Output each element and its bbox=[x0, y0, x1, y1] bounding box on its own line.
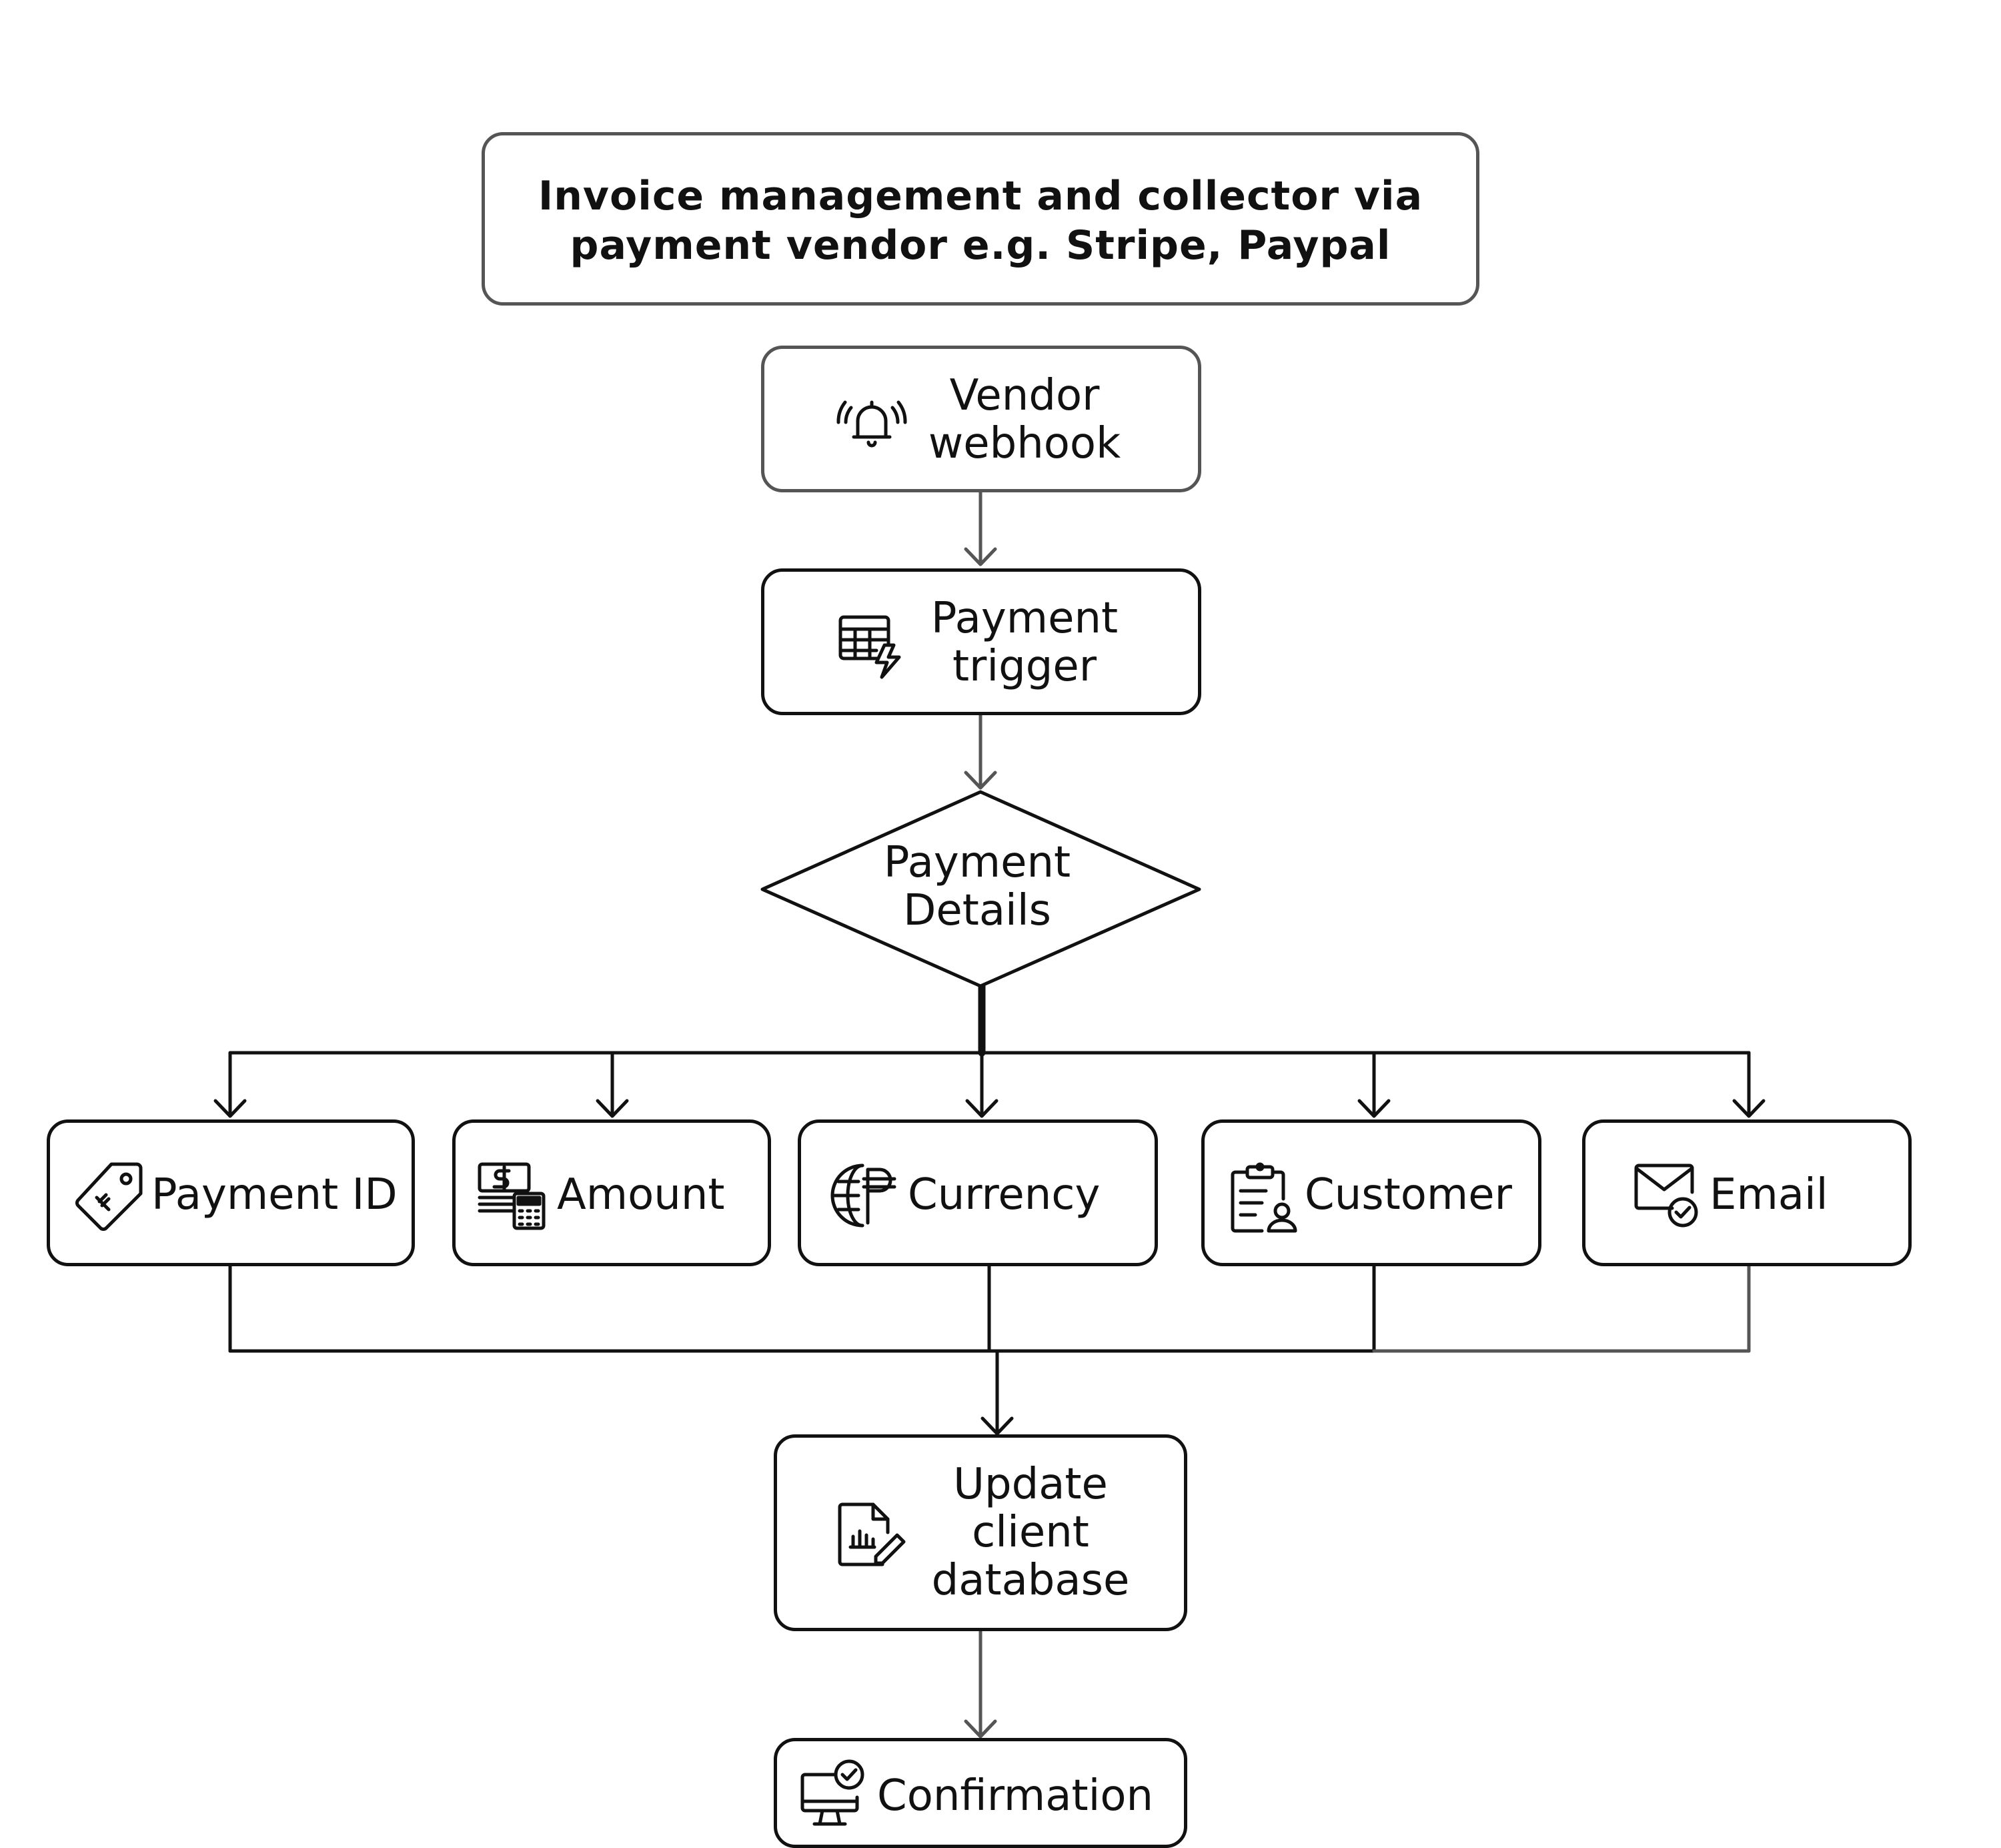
price-tag-icon bbox=[73, 1159, 146, 1232]
vendor-webhook-node[interactable]: Vendor webhook bbox=[761, 346, 1201, 492]
payment-details-diamond bbox=[760, 790, 1201, 988]
email-node[interactable]: Email bbox=[1582, 1119, 1912, 1266]
amount-node[interactable]: Amount bbox=[452, 1119, 771, 1266]
currency-node[interactable]: Currency bbox=[798, 1119, 1158, 1266]
arrow-db-to-confirmation bbox=[964, 1629, 997, 1739]
title-line-1: Invoice management and collector via bbox=[538, 173, 1423, 219]
clipboard-user-icon bbox=[1227, 1162, 1301, 1235]
globe-currency-icon bbox=[828, 1159, 901, 1232]
monitor-check-icon bbox=[797, 1759, 870, 1832]
payment-details-label: Payment Details bbox=[883, 838, 1071, 935]
amount-label: Amount bbox=[557, 1170, 725, 1220]
merge-connector-email bbox=[1372, 1264, 1751, 1353]
update-database-node[interactable]: Update client database bbox=[774, 1434, 1187, 1631]
alarm-bell-icon bbox=[835, 384, 908, 457]
arrow-trigger-to-details bbox=[964, 713, 997, 790]
email-label: Email bbox=[1710, 1170, 1828, 1220]
table-lightning-icon bbox=[835, 610, 908, 684]
branch-connector bbox=[213, 982, 1766, 1118]
confirmation-label: Confirmation bbox=[877, 1771, 1154, 1821]
arrow-webhook-to-trigger bbox=[964, 490, 997, 566]
title-line-2: payment vendor e.g. Stripe, Paypal bbox=[570, 222, 1391, 269]
envelope-check-icon bbox=[1631, 1159, 1704, 1232]
payment-id-node[interactable]: Payment ID bbox=[47, 1119, 415, 1266]
customer-node[interactable]: Customer bbox=[1201, 1119, 1541, 1266]
payment-trigger-label: Payment trigger bbox=[930, 594, 1119, 691]
currency-label: Currency bbox=[908, 1170, 1101, 1220]
title-box: Invoice management and collector via pay… bbox=[482, 132, 1479, 306]
payment-id-label: Payment ID bbox=[151, 1170, 398, 1220]
merge-connector bbox=[228, 1264, 1376, 1436]
cash-calculator-icon bbox=[476, 1159, 549, 1232]
customer-label: Customer bbox=[1305, 1170, 1512, 1220]
update-database-label: Update client database bbox=[931, 1460, 1130, 1605]
confirmation-node[interactable]: Confirmation bbox=[774, 1738, 1187, 1848]
vendor-webhook-label: Vendor webhook bbox=[928, 371, 1121, 468]
document-chart-edit-icon bbox=[834, 1499, 908, 1572]
payment-trigger-node[interactable]: Payment trigger bbox=[761, 568, 1201, 715]
